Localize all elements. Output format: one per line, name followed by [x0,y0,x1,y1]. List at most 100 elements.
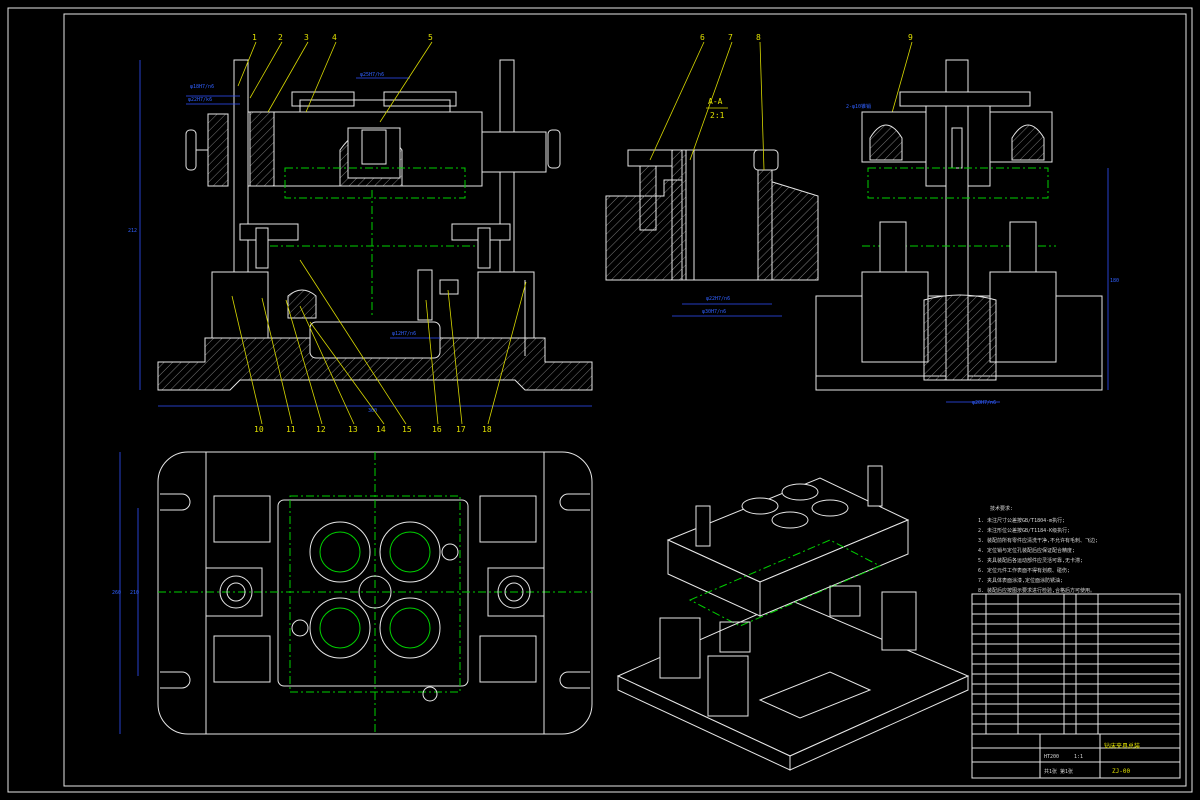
note-8: 8. 装配后应按图示要求进行检验,合格后方可使用。 [978,587,1095,594]
locating-pin [417,269,433,321]
plan-view: 260 210 [112,451,593,735]
plan-pin-l [291,619,309,637]
top-clamp-bar [299,99,451,113]
plan-slot-tl [160,493,191,511]
dim-side-top: 2-φ10锥销 [846,103,871,110]
plan-clamp-br [479,635,537,683]
technical-notes: 技术要求: 1. 未注尺寸公差按GB/T1804-m执行; 2. 未注形位公差按… [978,505,1098,594]
balloon-16: 16 [432,425,442,434]
left-clamp-arm [239,223,299,241]
left-handle-block [207,113,229,187]
title-material: HT200 [1044,754,1059,760]
note-5: 5. 夹具装配后各运动部件应灵活可靠,无卡滞; [978,557,1083,564]
plan-pin-bottom [422,686,438,702]
balloon-8: 8 [756,33,761,42]
left-clamp-pin [255,227,269,269]
side-top-clamp [899,91,1031,107]
plan-right-support [487,567,545,617]
side-view: 2-φ10锥销 180 φ20H7/n6 [815,59,1119,406]
plan-plate [277,499,469,687]
dim-section-a: φ22H7/n6 [706,296,730,302]
section-screw-head [627,149,673,167]
plan-bore-bl-inner [319,607,361,649]
note-2: 2. 未注形位公差按GB/T1184-K级执行; [978,527,1070,534]
section-label: A-A [708,97,723,106]
plan-pin-r [441,543,459,561]
note-7: 7. 夹具体表面涂漆,定位面涂防锈油; [978,577,1063,584]
dim-front-low: φ12H7/n6 [392,331,416,337]
plan-left-support [205,567,263,617]
plan-right-bore [497,575,531,609]
side-boss-right [1011,124,1045,161]
title-drawing-no: ZJ-00 [1112,768,1130,775]
iso-support-front [707,655,749,717]
balloon-9: 9 [908,33,913,42]
section-screw [639,165,657,231]
section-sleeve-left [671,149,687,281]
isometric-view [616,465,970,771]
balloon-5: 5 [428,33,433,42]
plan-bore-br-inner [389,607,431,649]
side-right-pin [1009,221,1037,273]
section-scale: 2:1 [710,111,725,120]
iso-support-left [659,617,701,679]
note-1: 1. 未注尺寸公差按GB/T1804-m执行; [978,517,1065,524]
drawing-frame [63,13,1187,787]
top-clamp-left [291,91,355,107]
plan-bore-br [379,597,441,659]
balloon-14: 14 [376,425,386,434]
balloon-10: 10 [254,425,264,434]
section-collar [753,149,779,171]
iso-post-left [695,505,711,547]
dim-section-b: φ30H7/n6 [702,309,726,315]
balloon-18: 18 [482,425,492,434]
right-clamp-pin [477,227,491,269]
iso-plate-side [759,519,909,617]
base-window [309,321,441,359]
right-side-block [481,131,547,173]
note-6: 6. 定位元件工作表面不得有划痕、碰伤; [978,567,1070,574]
dim-front-mid: φ25H7/h6 [360,72,384,78]
plan-slot-br [559,671,590,689]
side-boss-left [869,124,903,161]
dim-side-height: 180 [1110,278,1119,284]
dim-plan-a: 260 [112,590,121,596]
base-plate [157,337,593,391]
top-clamp-right [383,91,457,107]
balloon-2: 2 [278,33,283,42]
iso-bushing-2 [781,483,819,501]
iso-bushing-1 [741,497,779,515]
hex-bolt [287,289,317,319]
right-knob [547,129,561,169]
plan-bore-tl [309,521,371,583]
center-bushing-core [361,129,387,165]
dim-side-bottom: φ20H7/n6 [972,400,996,406]
plan-bore-bl [309,597,371,659]
bom-grid [972,594,1180,778]
balloon-leaders-section [649,41,913,171]
balloon-7: 7 [728,33,733,42]
iso-base-side [789,675,969,771]
dim-front-top1: φ18H7/n6 [190,84,214,90]
plan-clamp-tl [213,495,271,543]
side-base-hatch [923,294,997,381]
iso-bushing-3 [771,511,809,529]
plan-bore-tr [379,521,441,583]
balloon-leaders-front [231,41,527,425]
plan-right-bore-inner [504,582,524,602]
title-drawing-name: 钻床夹具总装 [1104,742,1140,750]
plan-bore-tr-inner [389,531,431,573]
plan-clamp-tr [479,495,537,543]
balloon-4: 4 [332,33,337,42]
workpiece-outline [284,167,466,199]
note-3: 3. 装配前所有零件应清洗干净,不允许有毛刺、飞边; [978,537,1098,544]
right-support [477,271,535,339]
iso-post-right [867,465,883,507]
plan-left-bore-inner [226,582,246,602]
front-view: φ18H7/n6 φ22H7/k6 φ25H7/h6 φ12H7/n6 212 … [128,33,593,434]
plan-clamp-bl [213,635,271,683]
title-block: 钻床夹具总装 ZJ-00 HT200 1:1 共1张 第1张 [971,593,1181,779]
iso-bushing-4 [811,499,849,517]
balloon-1: 1 [252,33,257,42]
